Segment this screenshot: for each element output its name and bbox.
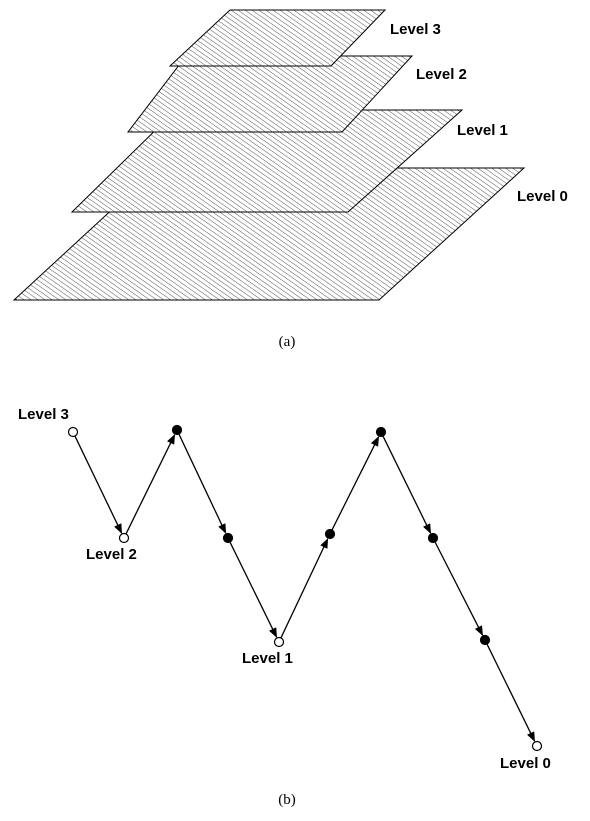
- vcycle-arrow-6: [382, 435, 432, 534]
- panel-a-label-level-3: Level 3: [390, 21, 441, 38]
- panel-b-caption: (b): [278, 792, 296, 808]
- panel-a-label-level-2: Level 2: [416, 66, 467, 83]
- vcycle-arrow-5: [331, 436, 380, 531]
- plane-level-2: [126, 55, 414, 133]
- open-node-0: [67, 426, 79, 438]
- vcycle-arrows: [74, 433, 536, 742]
- filled-node-5: [324, 528, 336, 540]
- vcycle-arrow-2: [178, 433, 227, 534]
- panel-a-pyramid: Level 3 Level 2 Level 1 Level 0 (a): [12, 9, 568, 350]
- filled-node-3: [222, 532, 234, 544]
- panel-b-vcycle: Level 3 Level 2 Level 1 Level 0 (b): [18, 406, 551, 808]
- filled-node-2: [171, 424, 183, 436]
- panel-a-caption: (a): [279, 334, 296, 350]
- open-node-9: [531, 740, 543, 752]
- vcycle-arrow-8: [486, 643, 536, 742]
- vcycle-arrow-7: [434, 541, 484, 636]
- vcycle-nodes: [67, 424, 543, 752]
- panel-a-label-level-0: Level 0: [517, 188, 568, 205]
- vcycle-arrow-1: [125, 434, 176, 535]
- panel-b-label-level-3: Level 3: [18, 406, 69, 423]
- filled-node-6: [375, 426, 387, 438]
- panel-b-label-level-2: Level 2: [86, 546, 137, 563]
- filled-node-7: [427, 532, 439, 544]
- filled-node-8: [479, 634, 491, 646]
- open-node-4: [273, 636, 285, 648]
- panel-a-label-level-1: Level 1: [457, 122, 508, 139]
- panel-b-label-level-0: Level 0: [500, 755, 551, 772]
- vcycle-arrow-3: [229, 541, 278, 638]
- vcycle-arrow-4: [280, 538, 329, 639]
- plane-level-1: [70, 109, 464, 213]
- plane-level-3: [168, 9, 387, 67]
- panel-b-label-level-1: Level 1: [242, 650, 293, 667]
- open-node-1: [118, 532, 130, 544]
- vcycle-arrow-0: [74, 435, 123, 534]
